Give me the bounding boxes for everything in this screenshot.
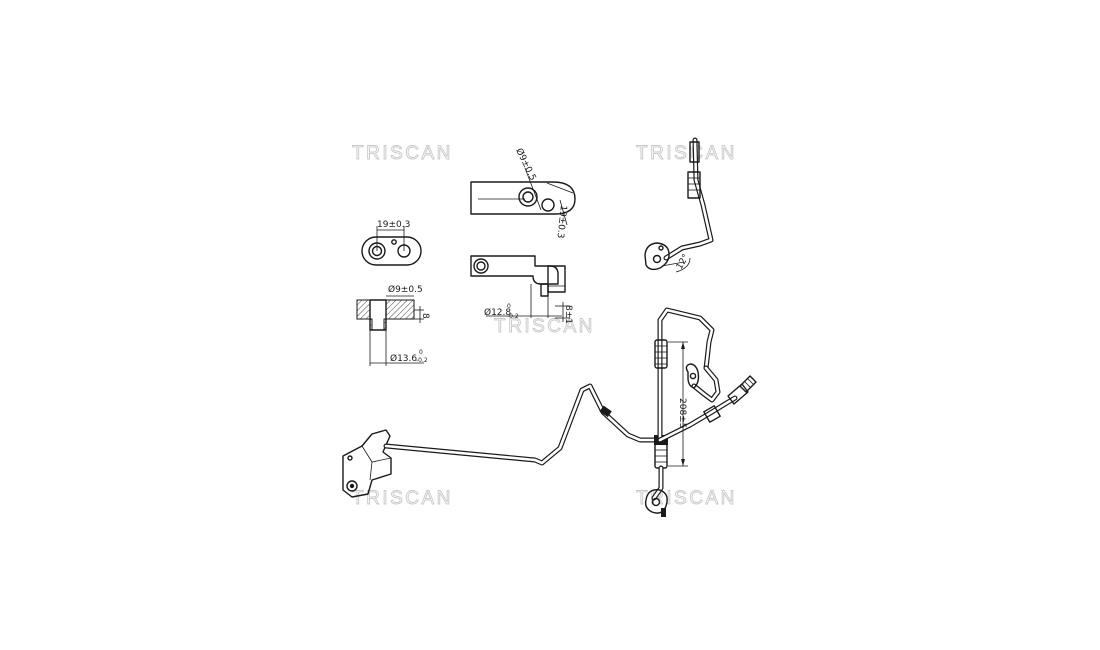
fitting-detail-top: Ø9±0.5 19±0.3 xyxy=(470,146,576,239)
watermark-middle: TRISCAN xyxy=(494,316,595,337)
dimension-bore-diameter: Ø9±0.5 xyxy=(388,284,423,295)
brake-line-assembly: 208±5 xyxy=(342,307,757,517)
watermark-top-left: TRISCAN xyxy=(352,143,453,164)
dimension-width-top: 19±0.3 xyxy=(555,205,568,239)
fitting-detail-side: Ø12.8 0 -0.2 8±1 xyxy=(470,255,573,324)
dimension-hose-length: 208±5 xyxy=(677,398,687,428)
tolerance-upper-outer: 0 xyxy=(419,349,423,356)
fitting-detail-double-hole: 19±0.3 xyxy=(361,220,422,266)
dimension-section-depth: 8 xyxy=(420,313,430,319)
watermark-top-right: TRISCAN xyxy=(636,143,737,164)
dimension-fitting-diameter: Ø12.8 xyxy=(484,307,511,318)
watermark-bottom-left: TRISCAN xyxy=(352,488,453,509)
dimension-outer-diameter: Ø13.6 xyxy=(390,353,417,364)
dimension-hole-spacing: 19±0.3 xyxy=(377,220,410,230)
tolerance-upper-fitting: 0 xyxy=(507,303,511,310)
fitting-section-view: Ø9±0.5 8 Ø13.6 0 -0.2 xyxy=(356,284,430,366)
dimension-hole-diameter-top: Ø9±0.5 xyxy=(513,146,538,182)
dimension-fitting-height: 8±1 xyxy=(563,305,573,324)
tolerance-lower-fitting: -0.2 xyxy=(507,313,519,320)
hose-angle-view: 12° xyxy=(644,137,714,273)
tolerance-lower-outer: -0.2 xyxy=(416,357,428,364)
